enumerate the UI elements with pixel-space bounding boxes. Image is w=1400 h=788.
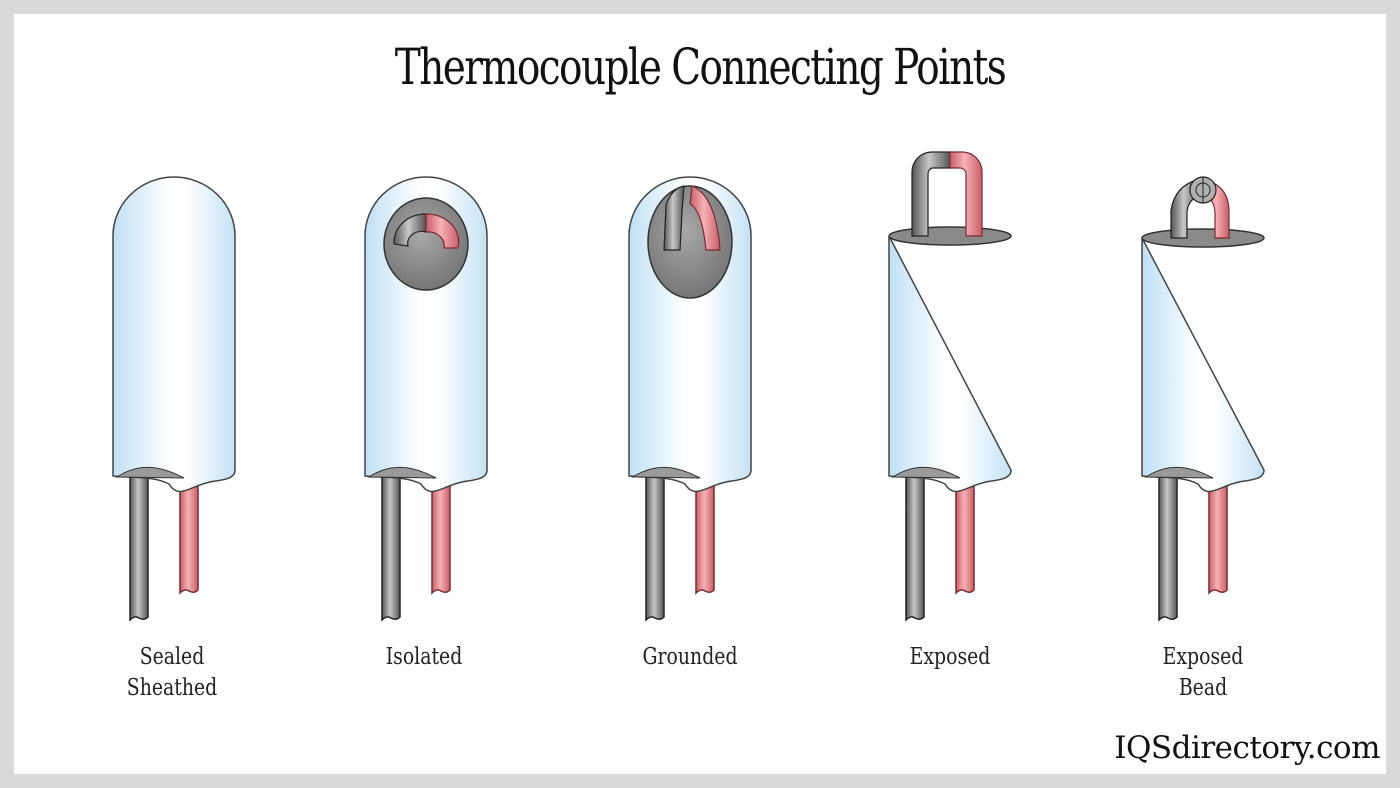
sheath-cavity xyxy=(367,466,437,479)
label-exposed-bead: Exposed Bead xyxy=(1121,642,1285,704)
diagram-title: Thermocouple Connecting Points xyxy=(394,38,1007,96)
label-line: Exposed xyxy=(1162,644,1244,670)
junction-wire-negative xyxy=(911,151,951,237)
sheath xyxy=(888,235,1012,493)
sheath xyxy=(112,176,236,493)
brand-watermark: IQSdirectory.com xyxy=(1114,730,1380,766)
wire-positive xyxy=(695,479,715,595)
wire-negative xyxy=(381,469,401,622)
junction-wire-positive xyxy=(689,185,721,251)
wire-negative xyxy=(905,469,925,622)
junction-wire-positive xyxy=(425,213,460,249)
label-grounded: Grounded xyxy=(608,642,772,673)
sheath-cavity xyxy=(631,466,701,479)
label-line: Exposed xyxy=(909,644,991,670)
label-line: Grounded xyxy=(642,644,738,670)
wire-positive xyxy=(431,479,451,595)
sheath-cavity xyxy=(891,466,961,479)
label-isolated: Isolated xyxy=(342,642,506,673)
probe-exposed xyxy=(888,151,1012,622)
label-line: Sheathed xyxy=(126,675,218,701)
wire-negative xyxy=(129,469,149,622)
probe-isolated xyxy=(364,176,488,622)
sheath-cavity xyxy=(115,466,185,479)
sheath xyxy=(1141,237,1265,493)
wire-negative xyxy=(645,469,665,622)
sheath-top xyxy=(888,226,1012,246)
label-line: Sealed xyxy=(139,644,205,670)
probe-sealed-sheathed xyxy=(112,176,236,622)
label-line: Bead xyxy=(1178,675,1228,701)
wire-positive xyxy=(955,479,975,595)
wire-positive xyxy=(1208,479,1228,595)
probe-exposed-bead xyxy=(1141,176,1265,622)
label-sealed-sheathed: Sealed Sheathed xyxy=(90,642,254,704)
probe-grounded xyxy=(628,176,752,622)
sheath-top xyxy=(1141,228,1265,248)
sheath-cavity xyxy=(1144,466,1214,479)
wire-positive xyxy=(179,479,199,595)
junction-wire-positive xyxy=(949,151,983,237)
label-exposed: Exposed xyxy=(868,642,1032,673)
junction-wire-negative xyxy=(663,185,685,251)
wire-negative xyxy=(1158,469,1178,622)
label-line: Isolated xyxy=(385,644,463,670)
